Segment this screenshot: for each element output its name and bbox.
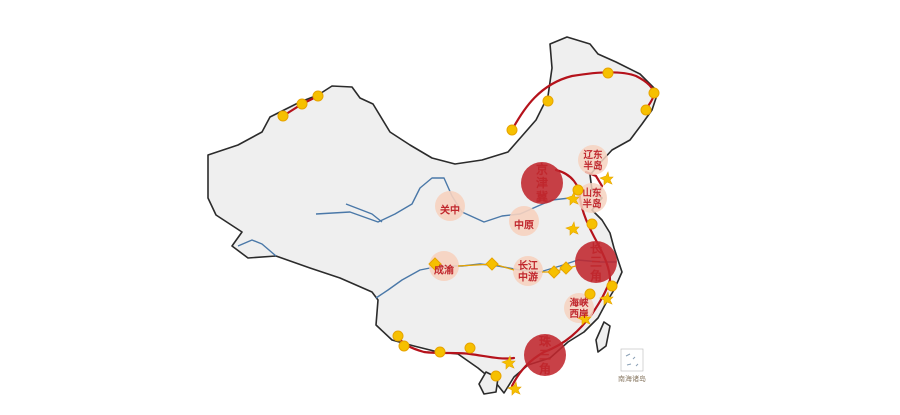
yellow-circle-node-icon[interactable] <box>572 184 584 196</box>
yellow-river-headwater <box>345 203 383 223</box>
yellow-circle-node-icon[interactable] <box>392 330 404 342</box>
taiwan-island <box>595 321 611 353</box>
haixia-label: 海峡西岸 <box>569 297 589 320</box>
shandong-label: 山东半岛 <box>582 187 602 210</box>
yellow-circle-node-icon[interactable] <box>602 67 614 79</box>
star-burst-port-icon[interactable] <box>577 311 592 326</box>
yellow-circle-node-icon[interactable] <box>584 288 596 300</box>
yellow-circle-node-icon[interactable] <box>640 104 652 116</box>
yellow-circle-node-icon[interactable] <box>312 90 324 102</box>
yellow-diamond-node-icon[interactable] <box>485 257 499 271</box>
south-china-sea-islands-icon <box>625 353 639 367</box>
port-markers <box>501 171 614 396</box>
yangtze-headwater <box>237 239 277 257</box>
changsanjiao-cluster[interactable] <box>575 241 617 283</box>
yellow-diamond-node-icon[interactable] <box>428 257 442 271</box>
jingjinji-cluster[interactable] <box>521 162 563 204</box>
yellow-circle-node-icon[interactable] <box>490 370 502 382</box>
star-burst-port-icon[interactable] <box>565 221 580 236</box>
yellow-circle-node-icon[interactable] <box>277 110 289 122</box>
yellow-circle-node-icon[interactable] <box>648 87 660 99</box>
changsanjiao-label: 长三角 <box>590 240 603 283</box>
guanzhong-cluster[interactable] <box>435 191 465 221</box>
zhongyuan-label: 中原 <box>514 219 534 232</box>
yellow-circle-node-icon[interactable] <box>464 342 476 354</box>
jingjinji-label: 京津冀 <box>536 161 548 204</box>
star-burst-port-icon[interactable] <box>599 171 614 186</box>
star-burst-port-icon[interactable] <box>501 355 516 370</box>
south-china-sea-inset: 南海诸岛 <box>618 348 646 383</box>
yellow-diamond-node-icon[interactable] <box>547 265 561 279</box>
northeast-route <box>510 71 656 132</box>
yellow-circle-node-icon[interactable] <box>434 346 446 358</box>
star-burst-port-icon[interactable] <box>599 291 614 306</box>
yellow-circle-node-icon[interactable] <box>606 280 618 292</box>
shandong-cluster[interactable] <box>577 183 607 213</box>
star-burst-port-icon[interactable] <box>565 191 580 206</box>
zhusanjiao-label: 珠三角 <box>539 333 552 376</box>
yellow-diamond-node-icon[interactable] <box>559 261 573 275</box>
zhongyuan-cluster[interactable] <box>509 206 539 236</box>
yellow-circle-node-icon[interactable] <box>296 98 308 110</box>
liaodong-label: 辽东半岛 <box>583 149 603 172</box>
yellow-circle-node-icon[interactable] <box>542 95 554 107</box>
yellow-circle-node-icon[interactable] <box>506 124 518 136</box>
inset-label: 南海诸岛 <box>618 374 646 383</box>
node-markers <box>277 67 660 382</box>
changjiang-zhongyou-cluster[interactable] <box>513 256 543 286</box>
chengyu-cluster[interactable] <box>429 251 459 281</box>
zhusanjiao-cluster[interactable] <box>524 334 566 376</box>
guanzhong-label: 关中 <box>440 204 460 217</box>
diamond-markers <box>428 257 573 279</box>
china-land-outline <box>207 36 659 394</box>
yellow-circle-node-icon[interactable] <box>398 340 410 352</box>
chengyu-label: 成渝 <box>434 264 455 277</box>
yellow-circle-node-icon[interactable] <box>586 218 598 230</box>
changjiang-zhongyou-label: 长江中游 <box>518 259 538 284</box>
inset-frame <box>620 348 644 372</box>
star-burst-port-icon[interactable] <box>507 381 522 396</box>
liaodong-cluster[interactable] <box>578 145 608 175</box>
